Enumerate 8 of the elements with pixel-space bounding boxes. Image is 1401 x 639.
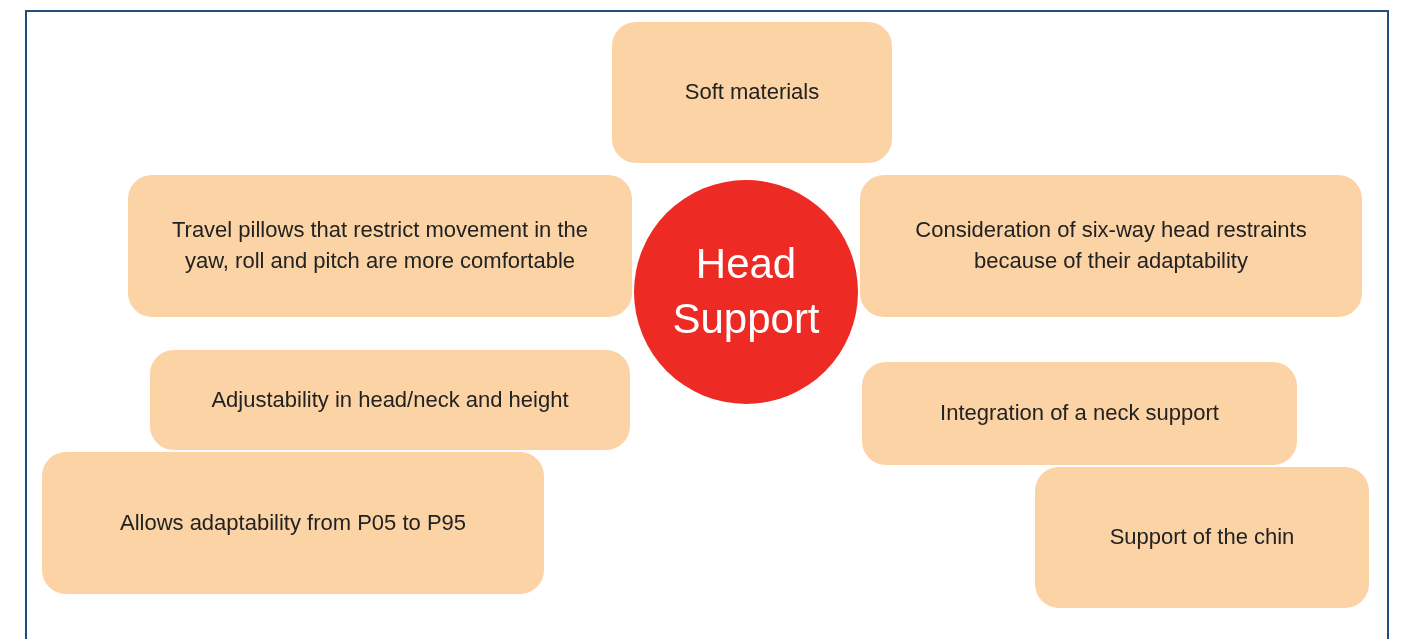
topic-box: Adjustability in head/neck and height (150, 350, 630, 450)
topic-box: Travel pillows that restrict movement in the yaw, roll and pitch are more comfortable (128, 175, 632, 317)
topic-box: Soft materials (612, 22, 892, 163)
center-circle: Head Support (634, 180, 858, 404)
topic-box: Consideration of six-way head restraints because of their adaptability (860, 175, 1362, 317)
topic-box: Support of the chin (1035, 467, 1369, 608)
topic-box: Integration of a neck support (862, 362, 1297, 465)
topic-box: Allows adaptability from P05 to P95 (42, 452, 544, 594)
